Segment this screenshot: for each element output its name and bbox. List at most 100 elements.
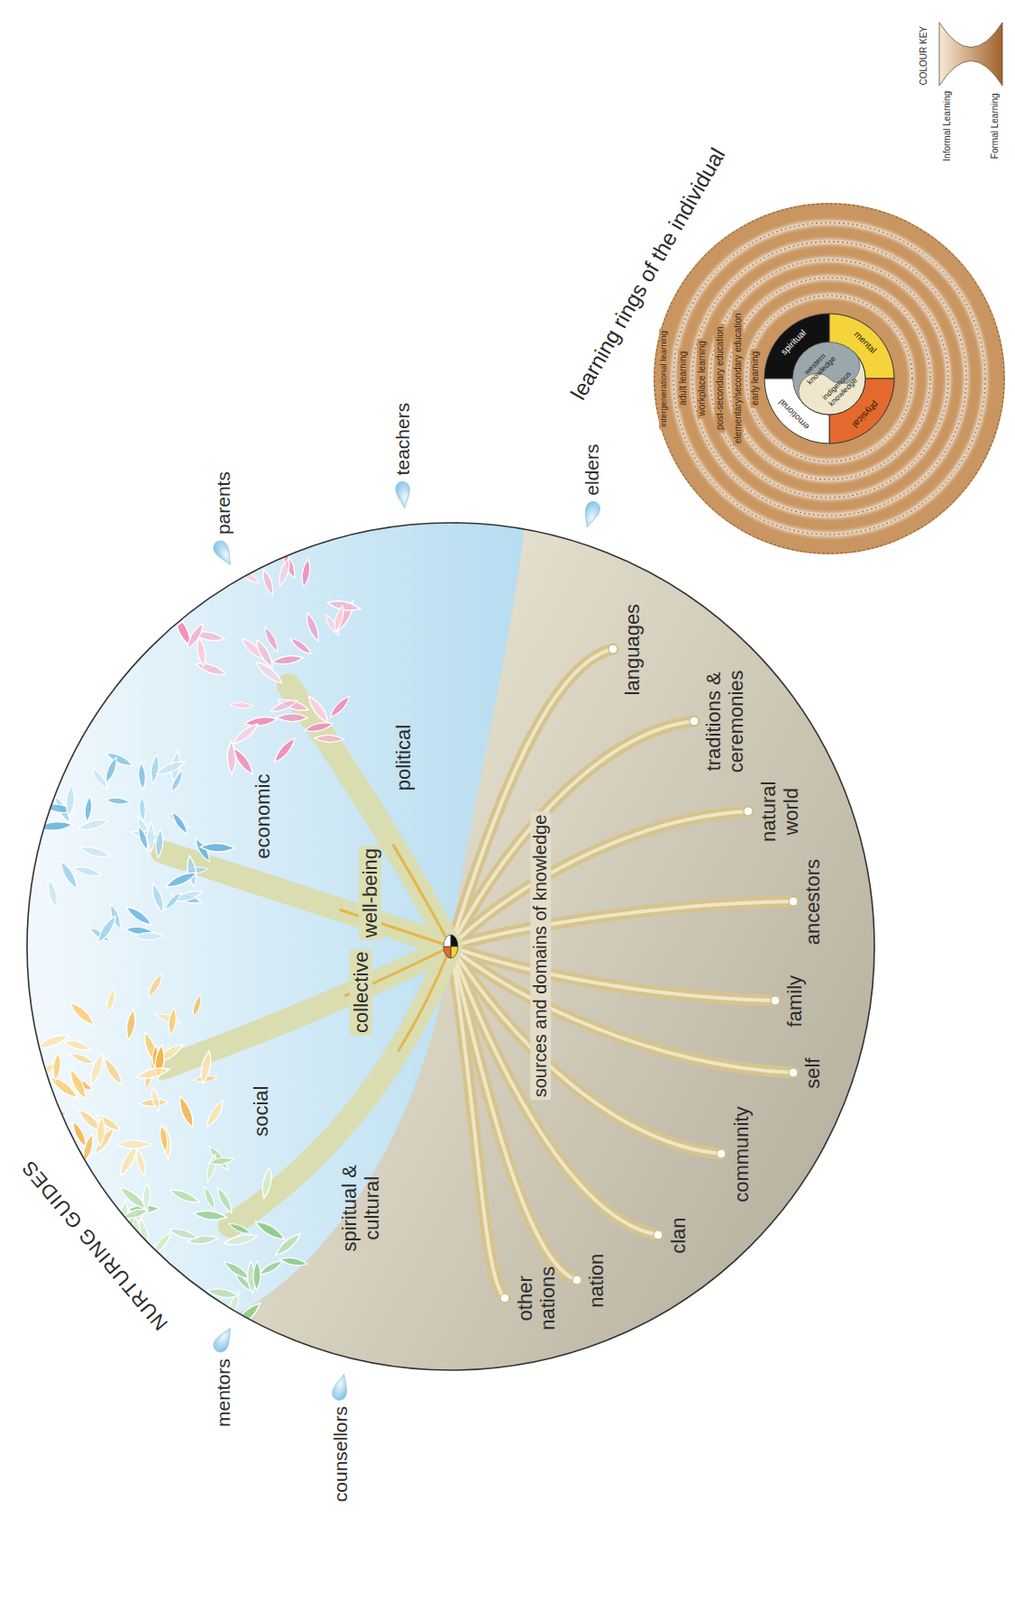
leaf	[201, 1185, 218, 1211]
root-highlight	[450, 901, 794, 947]
root-label: family	[783, 974, 806, 1026]
ring-line	[710, 259, 949, 498]
leaf	[303, 611, 322, 642]
branch-streak	[288, 685, 451, 947]
leaf	[223, 1232, 259, 1248]
root-highlight	[450, 811, 749, 947]
leaf	[73, 864, 102, 879]
root	[450, 901, 794, 947]
droplet	[394, 481, 412, 510]
ring-glow	[746, 295, 913, 462]
branch-label: spiritual & cultural	[338, 1162, 385, 1253]
leaf	[83, 795, 94, 823]
legend-text: Formal Learning	[988, 92, 1000, 159]
root-label: other nations	[512, 1257, 559, 1339]
leaf	[78, 844, 111, 860]
leaf	[90, 766, 111, 792]
leaf	[229, 702, 254, 710]
leaf	[155, 829, 165, 859]
ring-glow	[728, 277, 931, 480]
leaf	[57, 859, 81, 891]
leaf	[173, 585, 199, 608]
leaf	[313, 734, 344, 743]
leaf	[142, 1182, 151, 1211]
branch-streak	[162, 946, 451, 1069]
root-tip	[788, 1068, 798, 1078]
leaf	[138, 795, 147, 822]
leaf	[227, 1220, 252, 1236]
seed-part	[450, 934, 458, 947]
leaf	[149, 753, 161, 784]
branch	[162, 851, 451, 947]
leaf	[131, 1216, 142, 1250]
droplet	[580, 499, 603, 530]
leaf	[156, 613, 188, 634]
ring-disc	[653, 202, 1006, 555]
ring-line	[746, 295, 913, 462]
ring-label: adult learning	[677, 348, 689, 409]
leaf	[146, 971, 165, 999]
root-tip	[743, 806, 753, 816]
ring-line	[673, 222, 986, 535]
leaf	[163, 890, 183, 912]
root-tip	[788, 896, 798, 906]
leaf	[124, 1008, 138, 1041]
guide-label: mentors	[211, 1358, 234, 1427]
leaf	[194, 659, 228, 678]
leaf	[230, 721, 261, 748]
root-tip	[608, 644, 618, 654]
leaf	[67, 999, 98, 1028]
leaf	[124, 904, 155, 929]
droplets	[210, 481, 603, 1402]
leaf	[87, 1051, 107, 1087]
tree-picture	[27, 522, 875, 1371]
leaf	[184, 621, 207, 651]
guide-label: teachers	[392, 402, 414, 476]
leaf	[149, 882, 167, 915]
leaf	[276, 557, 293, 587]
root-label: natural world	[756, 770, 803, 852]
leaf	[326, 598, 361, 613]
ring-glow	[673, 222, 986, 535]
leaf	[200, 842, 235, 853]
leaf	[214, 1185, 236, 1215]
root-tip	[653, 1230, 663, 1240]
leaf	[195, 636, 208, 668]
leaf	[158, 1124, 170, 1153]
root-highlight	[450, 946, 577, 1281]
core	[793, 342, 866, 415]
root-label: languages	[621, 603, 644, 695]
leaf	[191, 994, 204, 1018]
leaf	[70, 1120, 89, 1149]
root	[450, 946, 776, 1001]
leaf	[271, 653, 303, 666]
leaf	[105, 796, 130, 805]
leaf	[271, 735, 298, 765]
branch-label: economic	[251, 773, 275, 859]
leaf	[203, 1097, 227, 1129]
leaf	[269, 696, 299, 714]
leaf	[257, 1258, 284, 1278]
leaf	[104, 987, 117, 1015]
leaf	[135, 1252, 166, 1262]
leaf	[260, 567, 276, 596]
root-tip	[770, 996, 780, 1006]
leaf	[206, 1286, 239, 1300]
roots	[450, 644, 798, 1303]
leaf	[134, 1148, 148, 1177]
leaf	[155, 1011, 183, 1026]
trunk-label: collective	[349, 948, 373, 1035]
leaf	[69, 1051, 94, 1066]
leaf	[94, 914, 119, 945]
ground	[238, 529, 875, 1371]
leaf	[64, 784, 76, 817]
legend-text: Informal Learning	[941, 91, 953, 162]
root-highlight	[450, 721, 695, 947]
leaf	[253, 637, 276, 669]
guide-label: elders	[580, 444, 603, 496]
key-title: COLOUR KEY	[918, 26, 930, 86]
droplet	[330, 1372, 351, 1402]
circle-outline	[27, 522, 875, 1371]
